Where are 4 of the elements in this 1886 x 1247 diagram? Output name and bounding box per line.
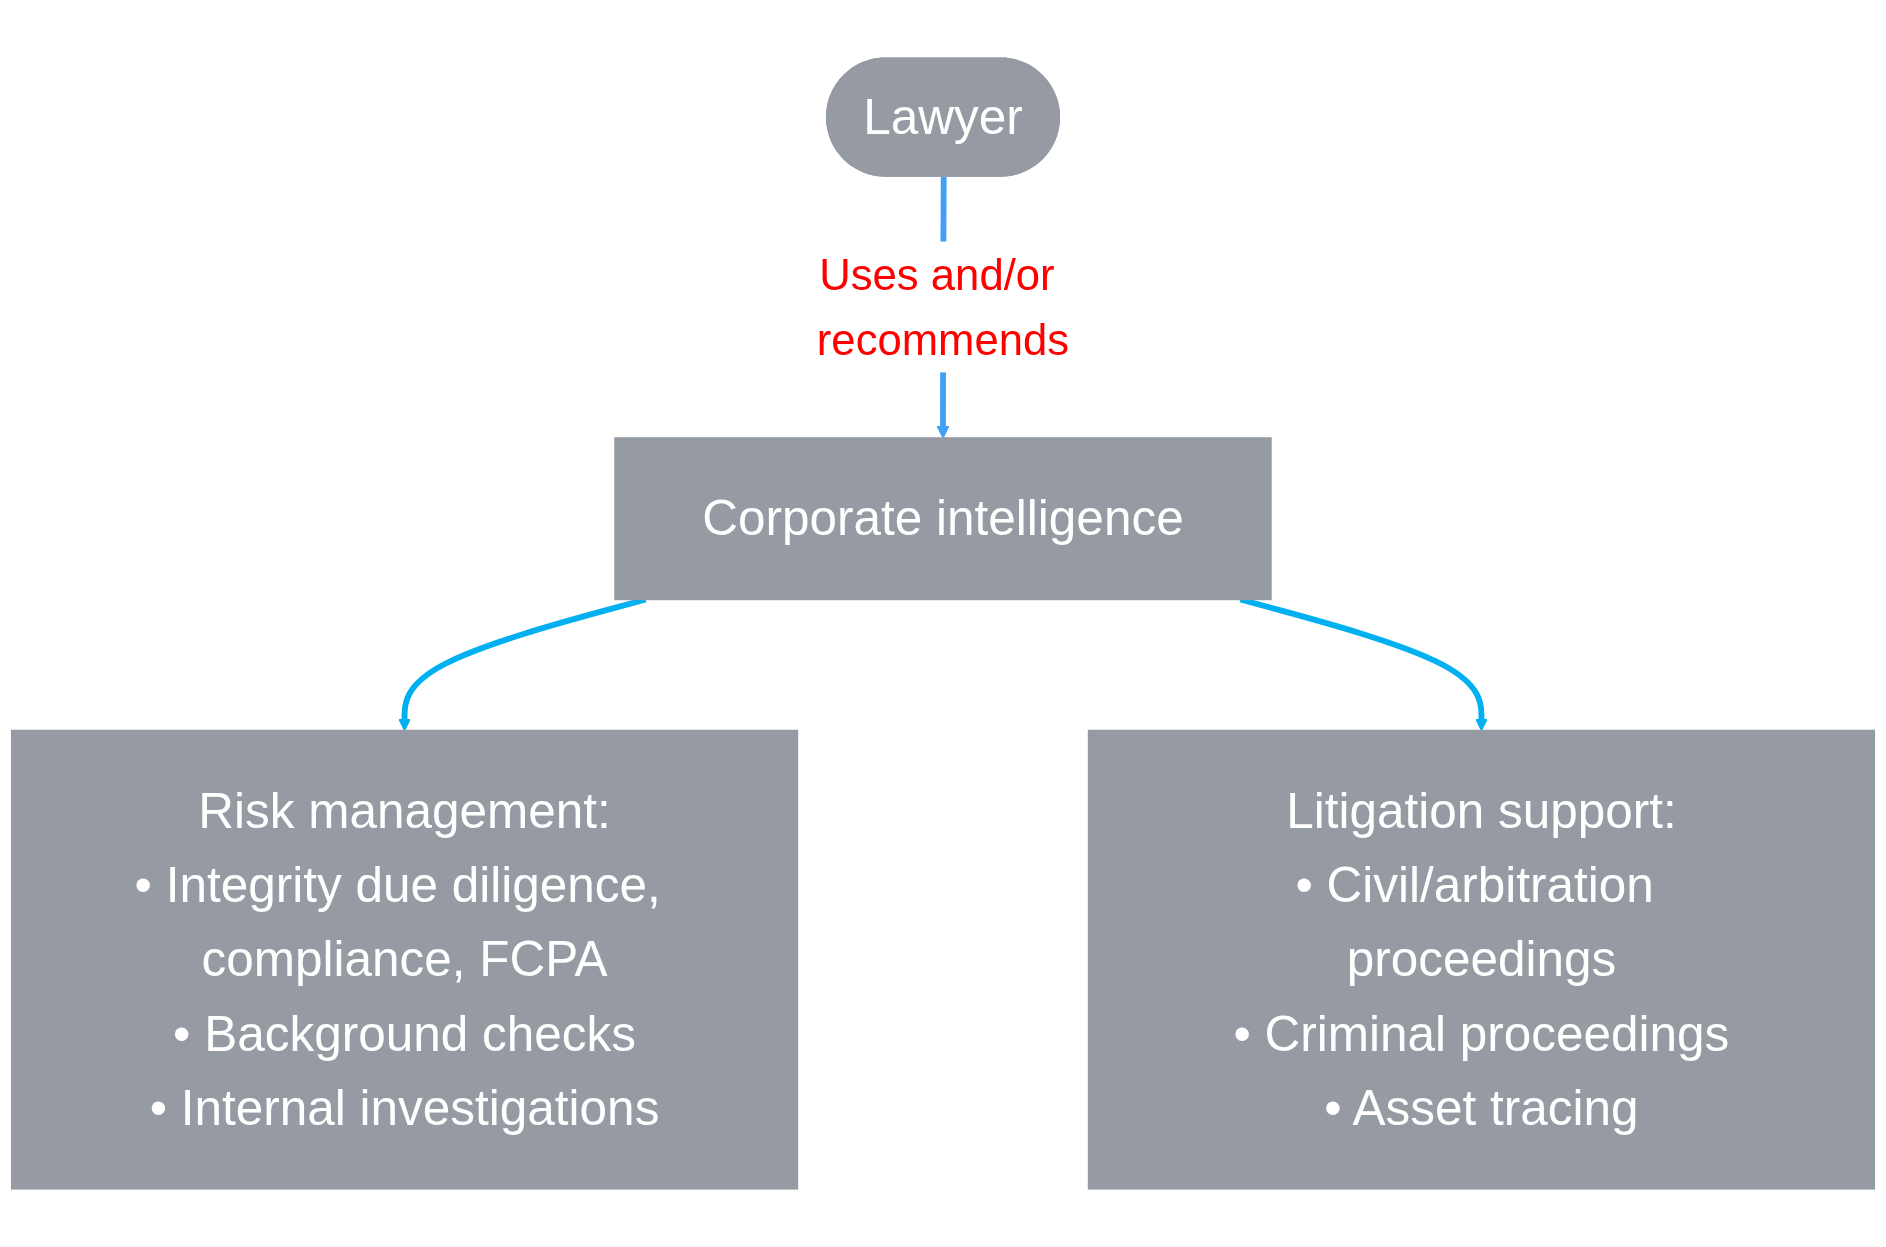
node-box: Corporate intelligence bbox=[614, 437, 1272, 601]
node-box: Litigation support: • Civil/arbitration proceedings • Criminal proceedings • Asset tracing bbox=[1087, 729, 1876, 1190]
edge-label: Uses and/or recommends bbox=[816, 250, 1070, 364]
node-box: Risk management: • Integrity due diligence, compliance, FCPA • Background checks • Internal investigations bbox=[10, 729, 799, 1190]
